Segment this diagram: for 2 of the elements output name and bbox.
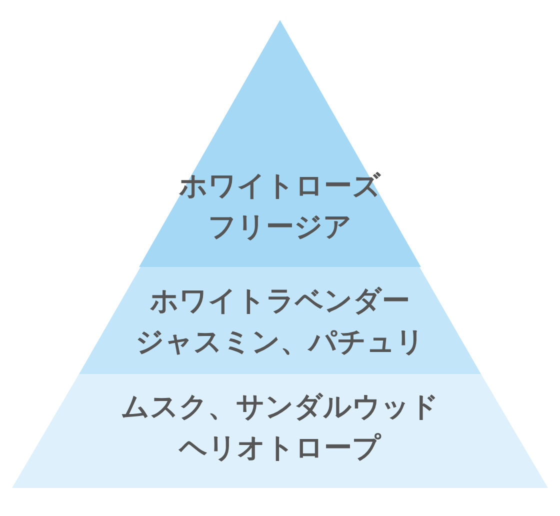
tier-label: ムスク、サンダルウッドヘリオトロープ	[121, 390, 439, 464]
tier-label: ホワイトラベンダージャスミン、パチュリ	[136, 284, 424, 358]
